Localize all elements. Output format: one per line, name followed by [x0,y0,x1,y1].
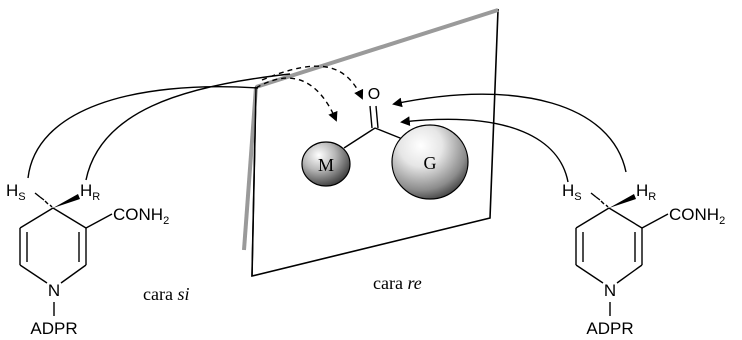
face-re-label: cara re [373,273,422,293]
right-hs-h: H [562,181,574,200]
left-amide-sub: 2 [163,215,169,227]
right-hr-h: H [636,181,648,200]
right-amide-text: CONH [669,205,719,224]
face-re-prefix: cara [373,273,407,293]
si-face-dashed-arrows [255,65,364,122]
arrow-from-right-hr [392,93,627,173]
svg-text:cara re: cara re [373,273,422,293]
left-hs-sub: S [18,191,25,203]
re-face-arrows [392,93,627,183]
face-re-italic: re [407,273,421,293]
arrow-from-right-hs [400,116,569,183]
left-hr-h: H [80,181,92,200]
dashed-arrow-to-carbonyl [261,65,364,100]
bond-to-small-group [343,127,376,149]
small-group-sphere: M [301,141,351,187]
face-si-label: cara si [143,284,189,304]
arc-from-left-hr [85,73,291,181]
svg-text:HS: HS [6,181,26,203]
oxygen-label: O [368,86,380,103]
right-hr-sub: R [648,191,656,203]
carbonyl-group: O [343,86,406,149]
svg-text:CONH2: CONH2 [669,205,725,227]
face-si-prefix: cara [143,284,177,304]
svg-text:HR: HR [80,181,100,203]
right-nadh-molecule: HS HR CONH2 N ADPR [562,181,725,338]
right-amide-sub: 2 [719,215,725,227]
mirror-plane [242,8,499,278]
large-group-sphere: G [391,124,469,200]
left-nadh-molecule: HS HR CONH2 N ADPR [6,181,169,338]
left-hydride-arcs [27,73,291,181]
svg-text:cara si: cara si [143,284,189,304]
face-si-italic: si [177,284,189,304]
right-adpr-label: ADPR [586,319,633,338]
arc-from-left-hs [27,86,259,179]
dashed-arrow-to-m [255,77,338,122]
small-group-label: M [318,155,334,175]
left-hs-h: H [6,181,18,200]
svg-text:CONH2: CONH2 [113,205,169,227]
large-group-label: G [424,153,437,173]
bond-to-large-group [374,127,406,141]
left-amide-text: CONH [113,205,163,224]
left-adpr-label: ADPR [30,319,77,338]
right-hs-sub: S [574,191,581,203]
svg-text:HS: HS [562,181,582,203]
left-hr-sub: R [92,191,100,203]
plane-left-edge-highlight [242,86,258,251]
left-nitrogen-label: N [48,281,60,300]
plane-top-edge-highlight [255,8,499,89]
right-nitrogen-label: N [604,281,616,300]
svg-text:HR: HR [636,181,656,203]
